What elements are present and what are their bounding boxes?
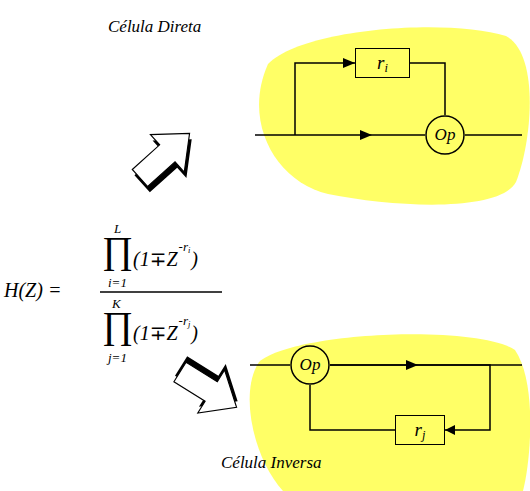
formula-text: ): [191, 248, 198, 270]
formula-text: ): [191, 322, 198, 344]
delay-box: ri: [355, 48, 410, 78]
cell-region: Célula DiretariOp: [248, 22, 530, 207]
block-arrow: [165, 344, 253, 428]
operator-circle: Op: [425, 115, 465, 155]
feedback-wire: [410, 63, 445, 115]
cell-blob: [248, 22, 530, 207]
product-index: j=1: [108, 351, 127, 365]
circle-outline: [426, 116, 464, 154]
product-symbol: ∏: [102, 305, 133, 347]
signal-wire: [255, 134, 425, 136]
product-index: i=1: [108, 276, 127, 290]
delay-label: rj: [415, 420, 426, 441]
signal-wire: [465, 134, 522, 136]
operator-label: Op: [435, 126, 456, 145]
delay-box: rj: [395, 415, 445, 445]
feedback-wire: [310, 385, 395, 430]
formula-text: H(Z) =: [4, 279, 61, 301]
circle-outline: [291, 346, 329, 384]
feedback-wire: [330, 365, 490, 430]
block-arrow: [121, 115, 210, 203]
delay-label: ri: [377, 53, 388, 74]
operator-circle: Op: [290, 345, 330, 385]
exponent: -ri: [179, 240, 191, 254]
cell-region: Célula InversaOprj: [245, 330, 530, 491]
formula-text: (1∓Z: [133, 322, 178, 344]
fraction-bar: [100, 291, 222, 293]
cell-heading: Célula Inversa: [221, 454, 322, 473]
cell-blob: [259, 27, 530, 204]
product-symbol: ∏: [102, 230, 133, 272]
cell-heading: Célula Direta: [108, 18, 201, 37]
formula-text: (1∓Z: [133, 248, 178, 270]
signal-wire: [250, 364, 290, 366]
operator-label: Op: [300, 356, 321, 375]
exponent: -rj: [179, 314, 191, 328]
